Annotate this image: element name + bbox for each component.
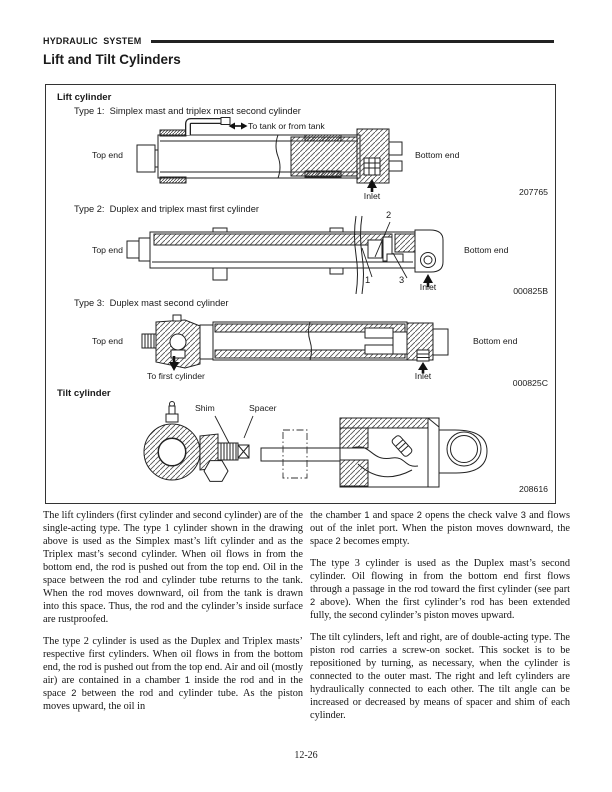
type1-caption: Type 1: Simplex mast and triplex mast se… xyxy=(74,106,301,116)
type2-caption: Type 2: Duplex and triplex mast first cy… xyxy=(74,204,259,214)
inlet-arrow-icon xyxy=(418,362,428,374)
figure-box xyxy=(45,84,556,504)
type3-caption: Type 3: Duplex mast second cylinder xyxy=(74,298,229,308)
section-header: HYDRAULIC SYSTEM xyxy=(43,36,142,46)
type3-to-first-cylinder-label: To first cylinder xyxy=(147,371,205,381)
part-number-reference: 2 xyxy=(416,510,422,520)
part-number-reference: 2 xyxy=(71,688,77,698)
type3-bottom-end-label: Bottom end xyxy=(473,336,518,346)
header-rule xyxy=(151,40,554,44)
tilt-spacer-label: Spacer xyxy=(249,403,277,413)
type1-inlet-label: Inlet xyxy=(363,191,381,201)
tilt-shim-label: Shim xyxy=(195,403,215,413)
tilt-figure-number: 208616 xyxy=(519,484,548,494)
type1-cylinder-drawing xyxy=(136,117,403,192)
inlet-arrow-icon xyxy=(367,179,377,192)
type2-callout-1: 1 xyxy=(365,275,371,285)
type1-tank-label: To tank or from tank xyxy=(248,121,325,131)
part-number-reference: 2 xyxy=(335,536,341,546)
type3-inlet-label: Inlet xyxy=(414,371,432,381)
to-first-cylinder-arrow-icon xyxy=(169,356,179,371)
part-number-reference: 2 xyxy=(310,597,316,607)
inlet-arrow-icon xyxy=(423,274,433,287)
type1-bottom-end-label: Bottom end xyxy=(415,150,460,160)
body-paragraph: The type 3 cylinder is used as the Duple… xyxy=(310,558,570,621)
type2-bottom-end-label: Bottom end xyxy=(464,245,509,255)
part-number-reference: 1 xyxy=(364,510,370,520)
type2-cylinder-drawing xyxy=(126,215,444,294)
page-number: 12-26 xyxy=(294,750,318,761)
type2-inlet-label: Inlet xyxy=(419,282,437,292)
page-title: Lift and Tilt Cylinders xyxy=(43,52,181,67)
part-number-reference: 3 xyxy=(520,510,526,520)
tank-flow-arrow-icon xyxy=(228,122,248,130)
type2-callout-3: 3 xyxy=(399,275,405,285)
type2-figure-number: 000825B xyxy=(513,286,548,296)
type2-top-end-label: Top end xyxy=(92,245,123,255)
tilt-cylinder-drawing xyxy=(143,401,488,488)
body-paragraph: The tilt cylinders, left and right, are … xyxy=(310,632,570,721)
type3-cylinder-drawing xyxy=(141,314,449,374)
body-paragraph: The type 2 cylinder is used as the Duple… xyxy=(43,636,303,712)
type1-figure-number: 207765 xyxy=(519,187,548,197)
type2-callout-2: 2 xyxy=(386,210,392,220)
part-number-reference: 1 xyxy=(184,675,190,685)
type3-top-end-label: Top end xyxy=(92,336,123,346)
body-left-column: The lift cylinders (first cylinder and s… xyxy=(43,509,303,722)
body-right-column: the chamber 1 and space 2 opens the chec… xyxy=(310,509,570,731)
lift-cylinder-heading: Lift cylinder xyxy=(57,92,112,103)
type1-top-end-label: Top end xyxy=(92,150,123,160)
body-paragraph: The lift cylinders (first cylinder and s… xyxy=(43,510,303,625)
type3-figure-number: 000825C xyxy=(512,378,548,388)
tilt-cylinder-heading: Tilt cylinder xyxy=(57,388,111,399)
body-paragraph: the chamber 1 and space 2 opens the chec… xyxy=(310,510,570,547)
